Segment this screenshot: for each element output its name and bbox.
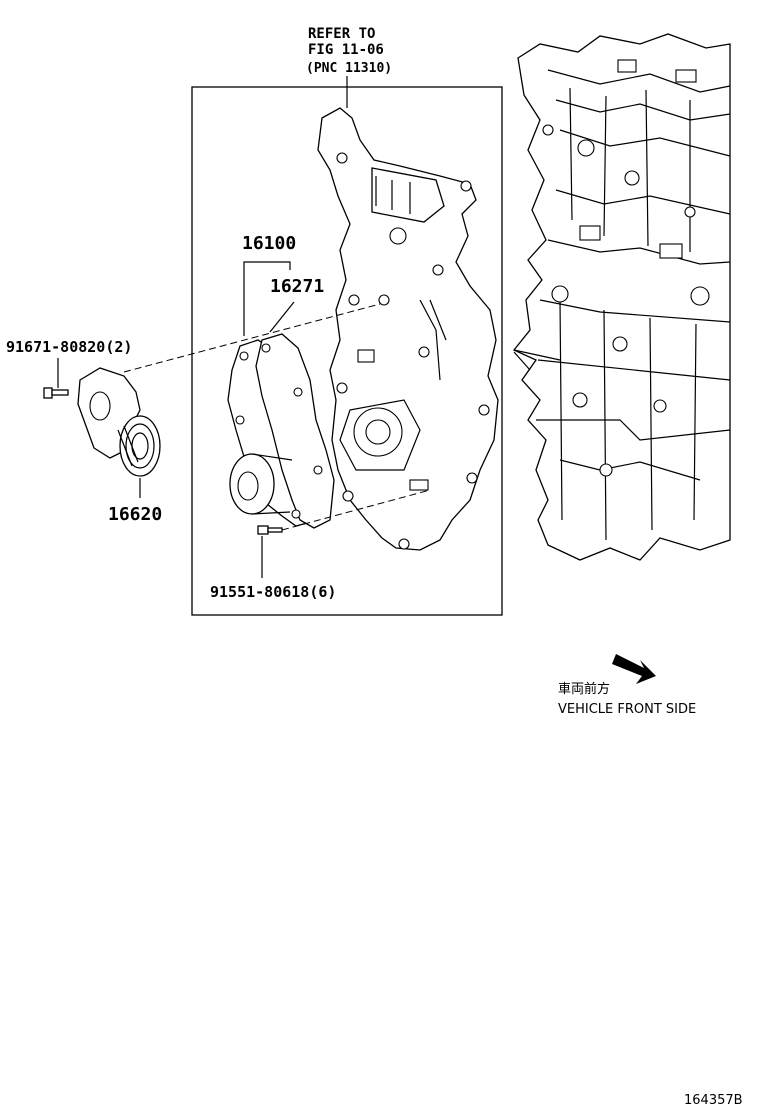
dashed-line-lower [281,489,431,531]
engine-block-illustration [512,33,731,561]
figure-id: 164357B [684,1093,743,1108]
dashed-line-upper [123,303,381,373]
refer-fig-label: FIG 11-06 [308,42,384,58]
part-number-16100: 16100 [242,233,296,254]
arrow-down-right-icon [612,654,656,684]
part-number-16620: 16620 [108,504,162,525]
vehicle-front-english: VEHICLE FRONT SIDE [558,702,696,717]
refer-to-label: REFER TO [308,26,375,42]
refer-pnc-label: (PNC 11310) [306,61,392,76]
vehicle-front-japanese: 車両前方 [558,681,610,697]
part-number-91671: 91671-80820(2) [6,338,132,356]
timing-chain-cover-illustration [317,107,499,551]
bolt-91551-illustration [257,525,283,535]
water-pump-illustration [227,333,335,529]
leader-16100 [243,261,291,336]
leader-16271 [269,301,295,333]
part-number-16271: 16271 [270,276,324,297]
part-number-91551: 91551-80618(6) [210,583,336,601]
belt-tensioner-illustration [43,367,161,477]
